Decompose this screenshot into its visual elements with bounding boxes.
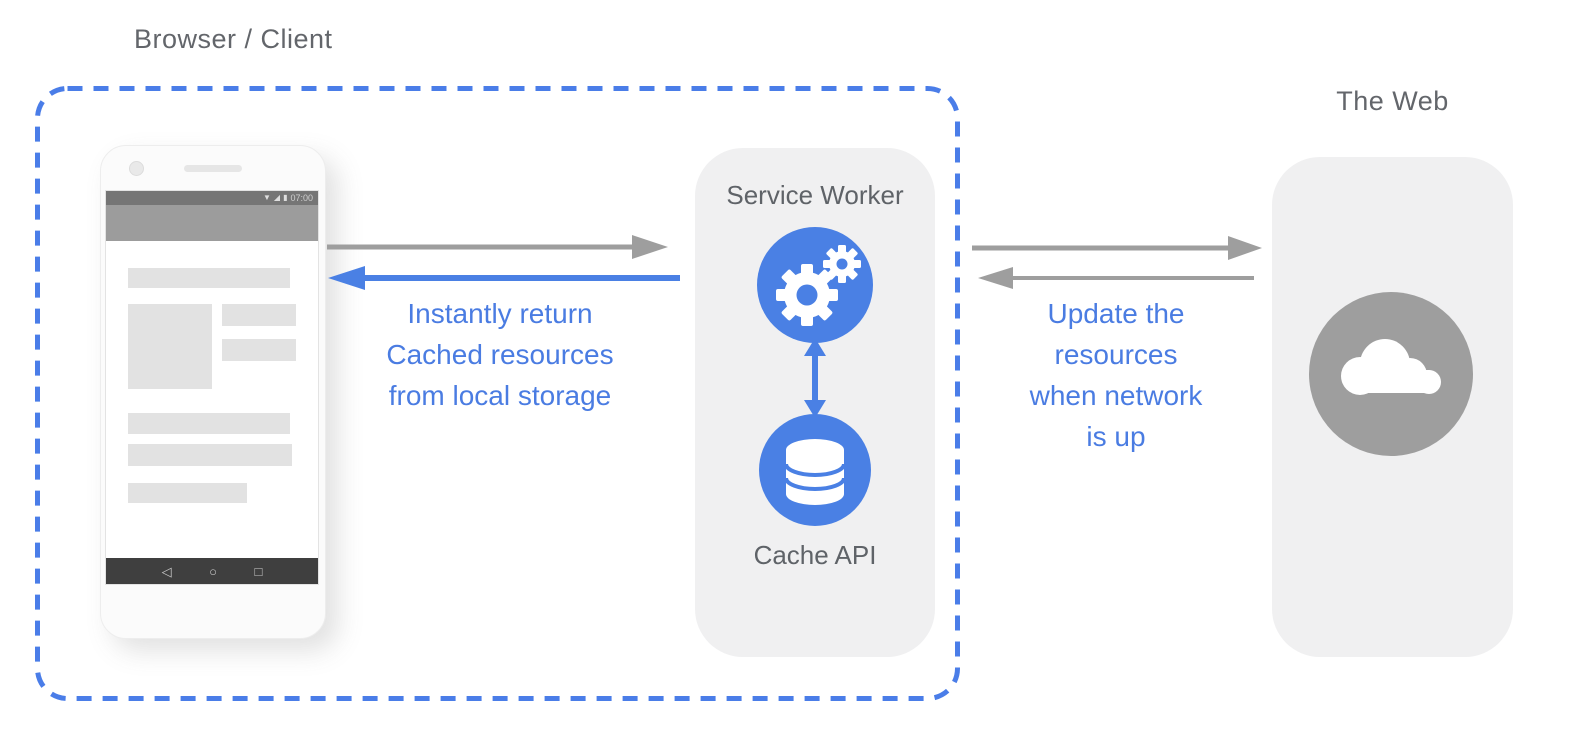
the-web-title: The Web [1336, 86, 1449, 116]
status-time: 07:00 [290, 192, 313, 203]
cloud-icon [1341, 339, 1441, 395]
phone-speaker-icon [184, 165, 242, 172]
cache-api-badge [759, 414, 871, 526]
network-response-arrow [978, 267, 1254, 289]
wireframe-image-block [128, 304, 212, 389]
service-worker-title: Service Worker [726, 180, 904, 210]
phone-app-bar [106, 205, 318, 241]
cache-api-label: Cache API [753, 540, 877, 570]
wireframe-bar [128, 483, 247, 503]
phone-nav-bar: ◁ ○ □ [106, 558, 318, 584]
wireframe-bar [128, 444, 292, 466]
caption-line: Cached resources [386, 339, 614, 370]
web-cloud-badge [1309, 292, 1473, 456]
phone-status-bar: ▼ ◢ ▮ 07:00 [106, 191, 318, 205]
phone-mockup: ▼ ◢ ▮ 07:00 ◁ ○ □ [100, 145, 326, 639]
back-icon: ◁ [161, 563, 172, 579]
browser-client-title: Browser / Client [134, 24, 333, 54]
instant-return-caption: Instantly return Cached resources from l… [345, 293, 655, 416]
phone-page-content [106, 241, 318, 558]
wireframe-bar [222, 304, 296, 326]
phone-camera-icon [129, 161, 144, 176]
caption-line: Instantly return [407, 298, 593, 329]
wireframe-bar [128, 268, 290, 288]
signal-icon: ◢ [273, 193, 281, 202]
service-worker-panel: Service Worker [695, 148, 935, 657]
network-request-arrow [972, 236, 1262, 260]
database-icon [784, 439, 846, 505]
wireframe-bar [222, 339, 296, 361]
caption-line: when network [1029, 380, 1203, 411]
phone-screen: ▼ ◢ ▮ 07:00 ◁ ○ □ [105, 190, 319, 585]
recent-apps-icon: □ [254, 563, 263, 579]
cached-response-arrow [328, 266, 680, 290]
update-resources-caption: Update the resources when network is up [966, 293, 1266, 457]
home-icon: ○ [209, 563, 217, 579]
service-worker-gear-badge [757, 227, 873, 343]
battery-icon: ▮ [283, 193, 288, 202]
worker-cache-sync-arrow [804, 338, 826, 418]
wireframe-bar [128, 413, 290, 434]
the-web-panel [1272, 157, 1513, 657]
request-arrow-to-worker [327, 235, 668, 259]
wifi-icon: ▼ [262, 193, 271, 202]
gears-icon [776, 245, 861, 326]
caption-line: is up [1086, 421, 1146, 452]
caption-line: Update the [1047, 298, 1185, 329]
caption-line: from local storage [388, 380, 612, 411]
caption-line: resources [1054, 339, 1178, 370]
